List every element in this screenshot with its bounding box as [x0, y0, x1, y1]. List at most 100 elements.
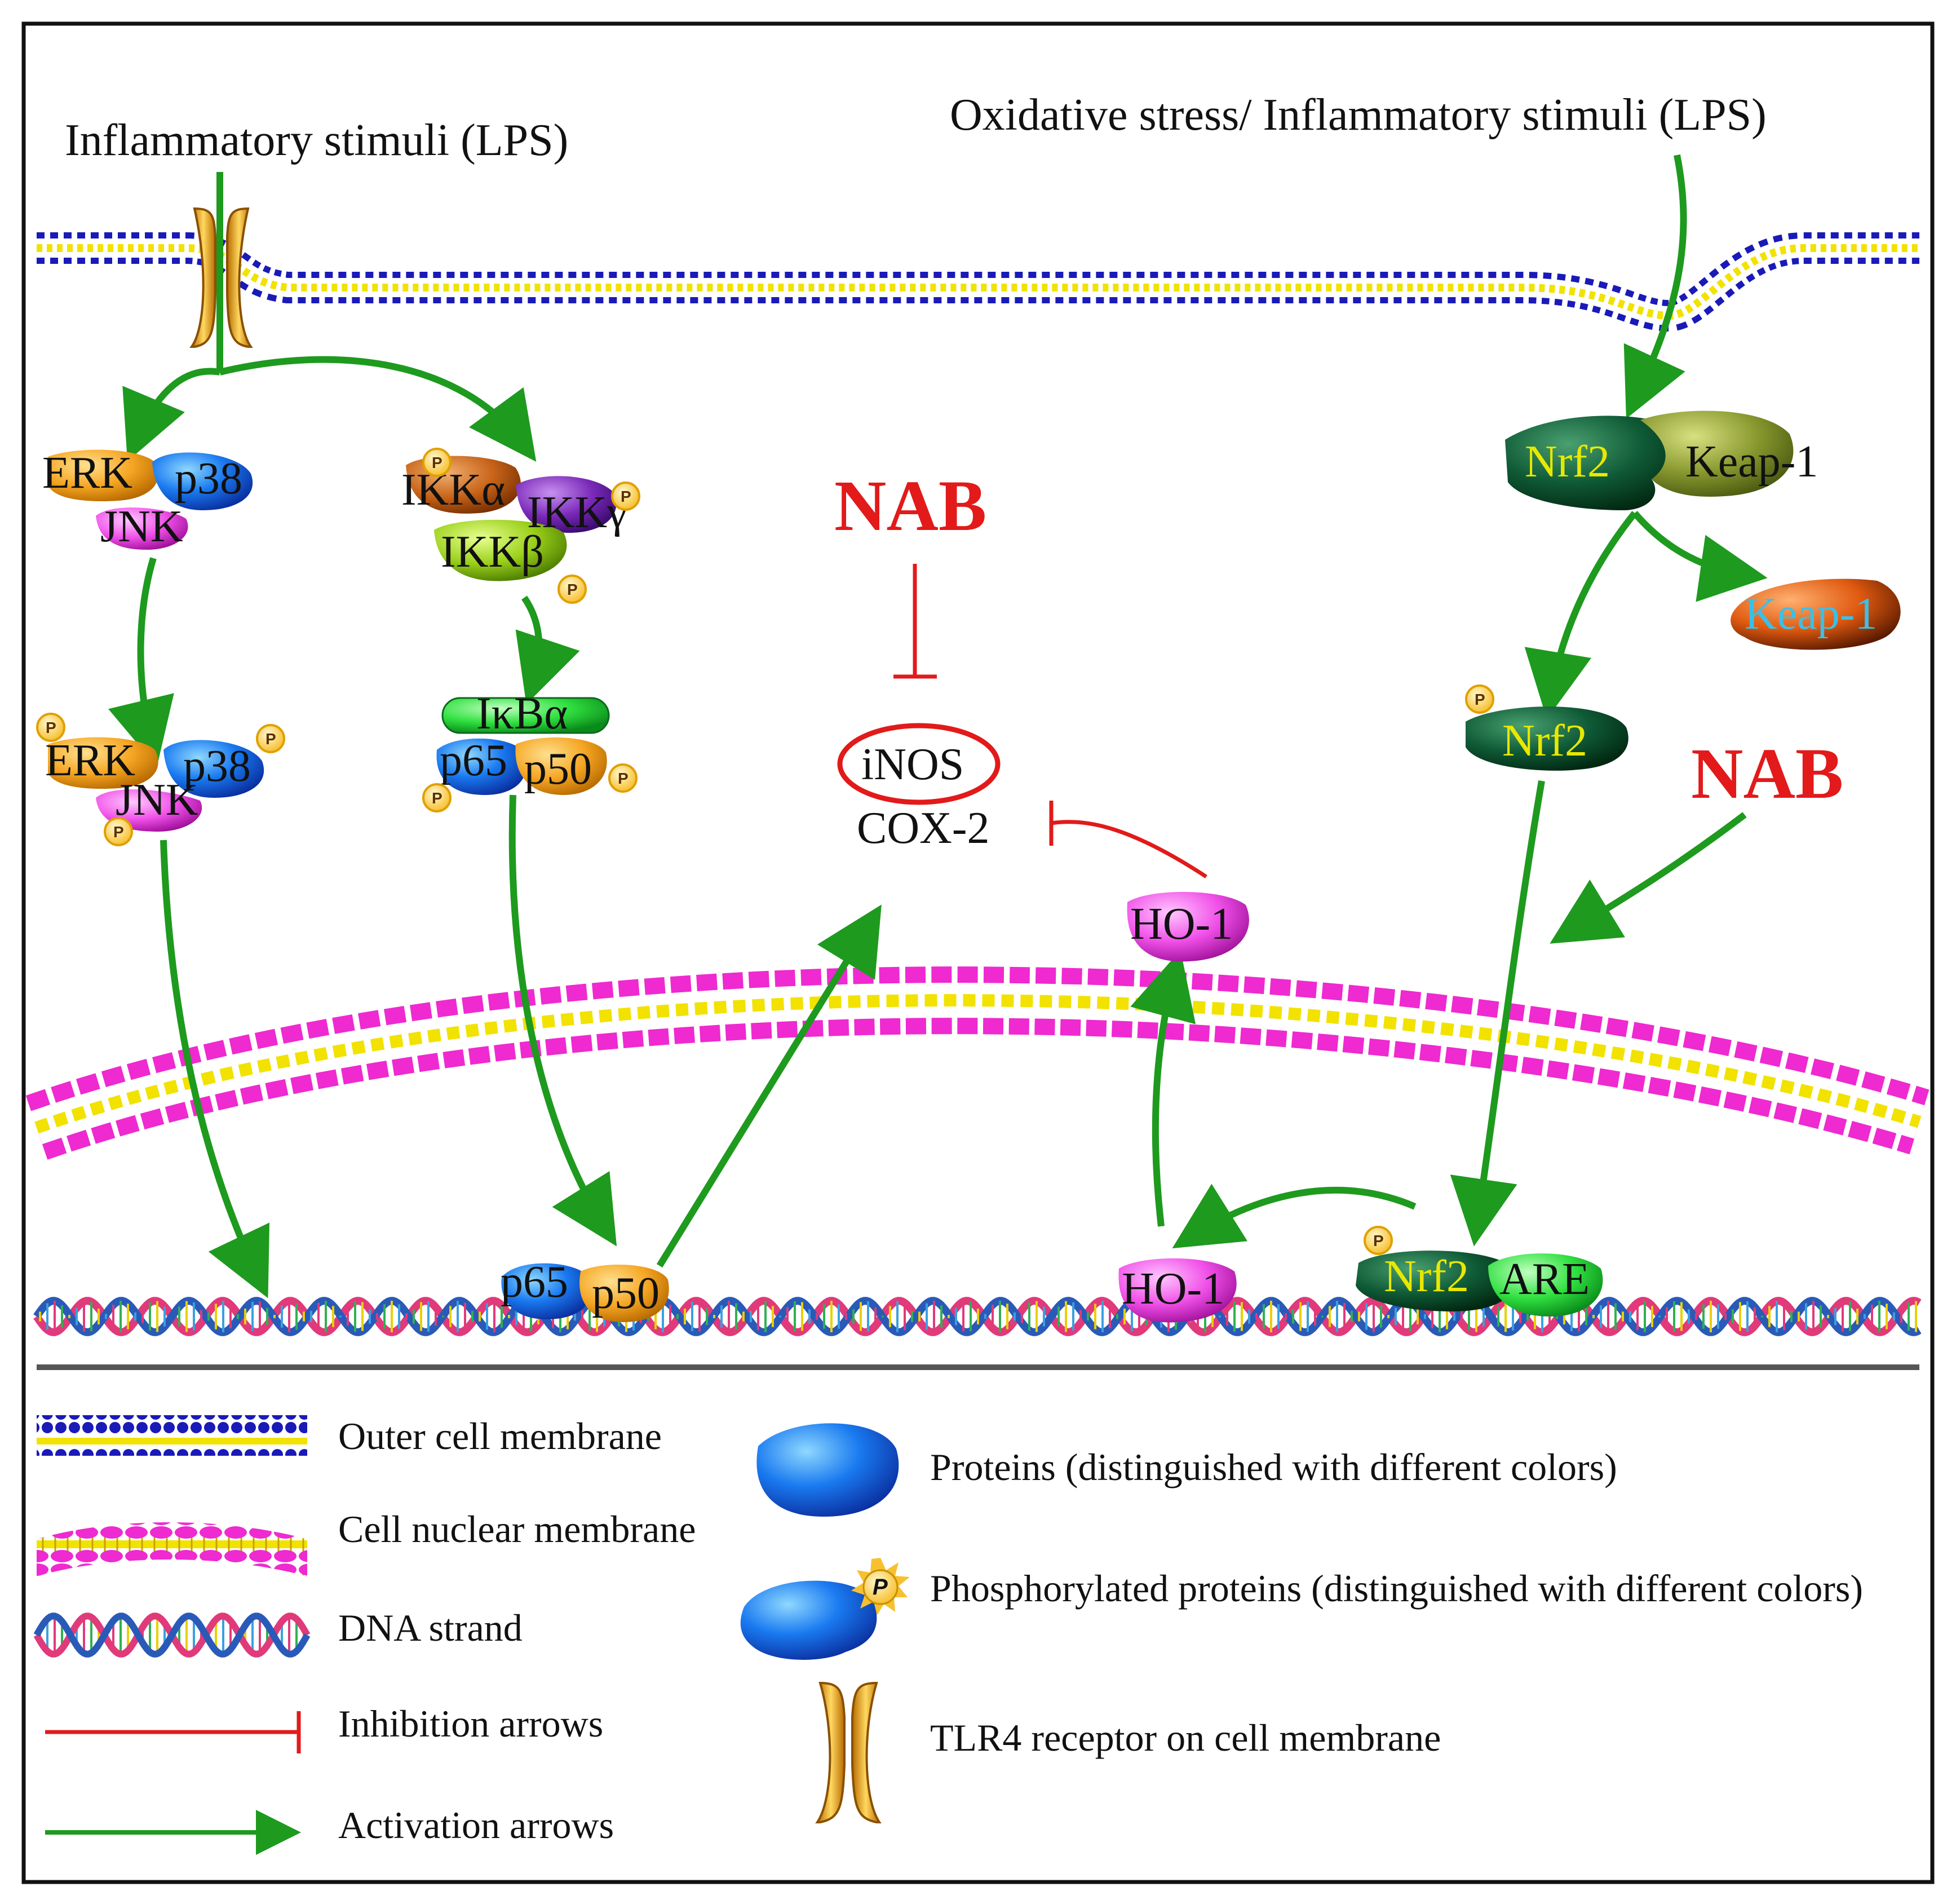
arrow-to-mapk — [122, 368, 220, 462]
ikba-label: IκBα — [476, 689, 568, 739]
nfkb-dna-complex: p65 p50 — [501, 1257, 669, 1322]
dna-strand — [33, 1297, 1922, 1336]
phosphate-icon: P — [104, 817, 133, 846]
nrf2-are-complex: Nrf2 ARE — [1356, 1251, 1603, 1317]
legend-tlr4-swatch — [815, 1681, 882, 1823]
nrf2-keap1-complex: Nrf2 Keap-1 — [1505, 410, 1818, 510]
legend-phospho-protein-swatch: P — [740, 1558, 910, 1660]
legend-outer-membrane-label: Outer cell membrane — [338, 1415, 662, 1457]
ikk-beta-label: IKKβ — [441, 527, 544, 577]
legend-proteins-label: Proteins (distinguished with different c… — [930, 1446, 1617, 1488]
arrow-ho1-to-cyto — [1130, 950, 1196, 1227]
phosphate-icon: P — [611, 481, 640, 511]
p38-label: p38 — [175, 454, 242, 503]
keap1-complex-label: Keap-1 — [1685, 437, 1818, 487]
inos-highlight-ring — [837, 723, 1001, 805]
phosphate-label: P — [618, 770, 629, 787]
cox2-label: COX-2 — [857, 803, 990, 853]
p50-dna-label: p50 — [592, 1269, 660, 1318]
phosphate-label: P — [567, 581, 578, 598]
inhibition-arrows — [893, 564, 1207, 878]
nfkb-complex: IκBα p65 p50 — [436, 689, 610, 795]
nrf2-phospho: Nrf2 — [1466, 706, 1628, 771]
nab-center-label: NAB — [834, 466, 986, 546]
jnk-label: JNK — [100, 502, 183, 551]
ikk-alpha-label: IKKα — [401, 465, 505, 515]
phosphate-label: P — [432, 789, 442, 807]
nrf2-dna-label: Nrf2 — [1384, 1252, 1469, 1301]
legend-protein-swatch — [756, 1423, 899, 1517]
legend-phospho-proteins-label: Phosphorylated proteins (distinguished w… — [930, 1567, 1863, 1610]
phosphate-label: P — [1475, 691, 1485, 708]
stimulus-right-label: Oxidative stress/ Inflammatory stimuli (… — [950, 90, 1767, 140]
ho1-dna: HO-1 — [1118, 1258, 1237, 1323]
p50-label: p50 — [524, 744, 592, 794]
arrow-ikk-to-ikba — [515, 595, 580, 705]
nuclear-membrane — [25, 966, 1930, 1160]
are-label: ARE — [1499, 1254, 1590, 1304]
erk-p-label: ERK — [45, 736, 135, 785]
ho1-dna-label: HO-1 — [1122, 1264, 1224, 1314]
phosphate-label: P — [265, 730, 276, 748]
arrow-complex-to-keap1 — [1632, 511, 1768, 602]
phosphate-icon: P — [608, 763, 638, 793]
phosphate-icon: P — [36, 713, 65, 742]
legend-nuclear-membrane-label: Cell nuclear membrane — [338, 1508, 696, 1550]
phosphate-icon: P — [422, 783, 452, 812]
phosphate-label: P — [46, 719, 56, 736]
legend: Outer cell membrane Cell nuclear membran… — [33, 1415, 1863, 1855]
mapk-complex: ERK p38 JNK — [42, 448, 253, 551]
arrow-stimulus-to-keap1 — [1623, 154, 1687, 419]
phosphate-icon: P — [422, 448, 452, 477]
legend-outer-membrane-swatch — [37, 1415, 307, 1456]
nrf2-complex-label: Nrf2 — [1525, 437, 1610, 487]
nrf2-phospho-label: Nrf2 — [1502, 716, 1587, 766]
mapk-phospho-complex: ERK p38 JNK — [45, 736, 264, 832]
legend-dna-label: DNA strand — [338, 1606, 523, 1649]
arrow-nab-right-to-nrf2 — [1550, 812, 1747, 944]
phosphate-label: P — [432, 454, 442, 471]
phosphate-markers: P P P P P P P P P P — [36, 448, 1494, 1255]
legend-dna-swatch — [33, 1613, 311, 1658]
p65-dna-label: p65 — [501, 1257, 568, 1307]
phosphate-icon: P — [557, 575, 587, 604]
arrow-nfkb-to-nucleus — [508, 794, 617, 1247]
erk-label: ERK — [42, 448, 132, 498]
legend-inhibition-swatch — [45, 1711, 301, 1753]
keap1-free: Keap-1 — [1731, 578, 1901, 650]
phosphate-label: P — [1373, 1232, 1384, 1249]
phosphate-label: P — [113, 823, 124, 841]
arrow-mapk-to-dna — [160, 840, 270, 1298]
phosphate-label: P — [621, 488, 631, 505]
keap1-free-label: Keap-1 — [1745, 589, 1877, 639]
p38-p-label: p38 — [183, 741, 251, 791]
figure-border — [21, 21, 1935, 1884]
phosphate-icon: P — [1364, 1226, 1393, 1255]
arrow-to-ikk — [219, 356, 537, 462]
arrow-nfkb-to-inos — [656, 904, 882, 1268]
ho1-cytoplasm: HO-1 — [1127, 891, 1249, 962]
legend-nuclear-membrane-swatch — [37, 1522, 307, 1576]
legend-inhibition-label: Inhibition arrows — [338, 1702, 603, 1745]
p65-label: p65 — [440, 736, 507, 785]
phosphate-icon: P — [1465, 684, 1494, 714]
ho1-inhibits-cox2 — [1051, 820, 1207, 878]
legend-dna-strand-b — [33, 1613, 311, 1658]
tlr4-receptor — [189, 207, 253, 348]
legend-activation-label: Activation arrows — [338, 1804, 614, 1846]
ho1-cyto-label: HO-1 — [1130, 899, 1233, 949]
jnk-p-label: JNK — [116, 775, 198, 825]
phosphate-icon: P — [256, 724, 285, 753]
arrow-mapk-phospho — [108, 557, 174, 767]
inos-label: iNOS — [861, 740, 964, 789]
legend-p-symbol: P — [873, 1575, 888, 1600]
stimulus-left-label: Inflammatory stimuli (LPS) — [65, 116, 568, 165]
arrow-are-to-ho1 — [1172, 1183, 1417, 1249]
arrow-complex-to-nrf2 — [1524, 511, 1638, 719]
nab-right-label: NAB — [1691, 734, 1843, 814]
legend-tlr4-label: TLR4 receptor on cell membrane — [930, 1716, 1441, 1759]
activation-arrows — [108, 154, 1768, 1298]
arrow-nrf2-to-are — [1450, 780, 1545, 1247]
ikk-gamma-label: IKKγ — [527, 488, 627, 537]
